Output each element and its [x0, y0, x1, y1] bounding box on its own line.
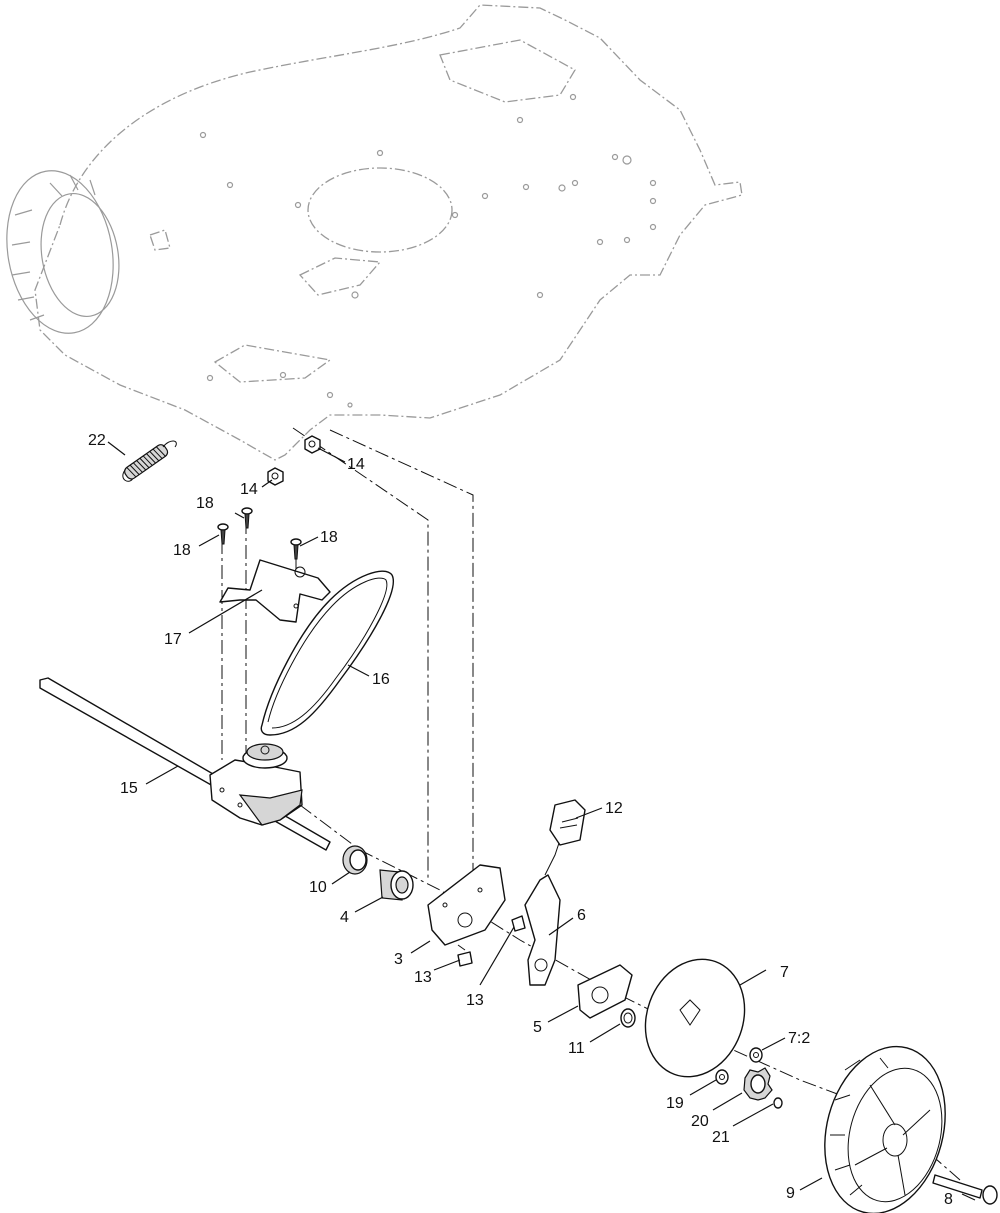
bolt-13-a	[457, 944, 473, 967]
wheel-cover-7	[644, 958, 746, 1078]
screw-18-b	[241, 507, 253, 529]
callout-21: 21	[712, 1129, 730, 1146]
callout-6: 6	[577, 907, 586, 924]
callout-3: 3	[394, 951, 403, 968]
washer-7-2	[749, 1047, 763, 1063]
screw-18-c	[290, 538, 302, 560]
callout-7: 7	[780, 964, 789, 981]
leader-lines	[107, 441, 976, 1201]
callout-9: 9	[786, 1185, 795, 1202]
callout-17: 17	[164, 631, 182, 648]
drive-belt	[260, 570, 394, 736]
adjuster-plate-3	[427, 864, 506, 946]
drive-shaft-transmission	[39, 677, 331, 851]
callout-20: 20	[691, 1113, 709, 1130]
bolt-13-b	[511, 915, 526, 932]
callout-5: 5	[533, 1019, 542, 1036]
axle-bolt-8	[932, 1174, 998, 1205]
callout-15: 15	[120, 780, 138, 797]
callout-18-c: 18	[320, 529, 338, 546]
washer-11	[620, 1008, 636, 1028]
bushing-10	[342, 845, 368, 875]
callout-19: 19	[666, 1095, 684, 1112]
mower-deck-ghost	[6, 4, 743, 461]
rear-wheel-ghost	[6, 170, 120, 334]
callout-labels: 22 14 14 18 18 18 17 16 15 12 10 6 4 7 3…	[88, 432, 953, 1208]
callout-16: 16	[372, 671, 390, 688]
lever-grip-12	[549, 799, 586, 846]
callout-7-2: 7:2	[788, 1030, 810, 1047]
washer-19	[715, 1069, 729, 1085]
retainer-21	[773, 1097, 783, 1109]
callout-4: 4	[340, 909, 349, 926]
callout-8: 8	[944, 1191, 953, 1208]
callout-13-a: 13	[414, 969, 432, 986]
belt-cover-bracket	[219, 559, 331, 623]
bearing-4	[379, 869, 414, 901]
callout-13-b: 13	[466, 992, 484, 1009]
callout-18-b: 18	[173, 542, 191, 559]
screw-18-a	[217, 523, 229, 545]
adjuster-lever-6	[524, 839, 561, 986]
callout-14-lower: 14	[240, 481, 258, 498]
callout-11: 11	[568, 1040, 585, 1057]
pinion-gear-20	[743, 1067, 773, 1101]
callout-18-a: 18	[196, 495, 214, 512]
callout-14-upper: 14	[347, 456, 365, 473]
nut-14-upper	[304, 435, 321, 454]
callout-10: 10	[309, 879, 327, 896]
pivot-bracket-5	[577, 964, 633, 1019]
callout-12: 12	[605, 800, 623, 817]
wheel-9	[824, 1045, 946, 1213]
extension-spring-part	[122, 440, 177, 482]
callout-22: 22	[88, 432, 106, 449]
nut-14-lower	[267, 467, 284, 486]
